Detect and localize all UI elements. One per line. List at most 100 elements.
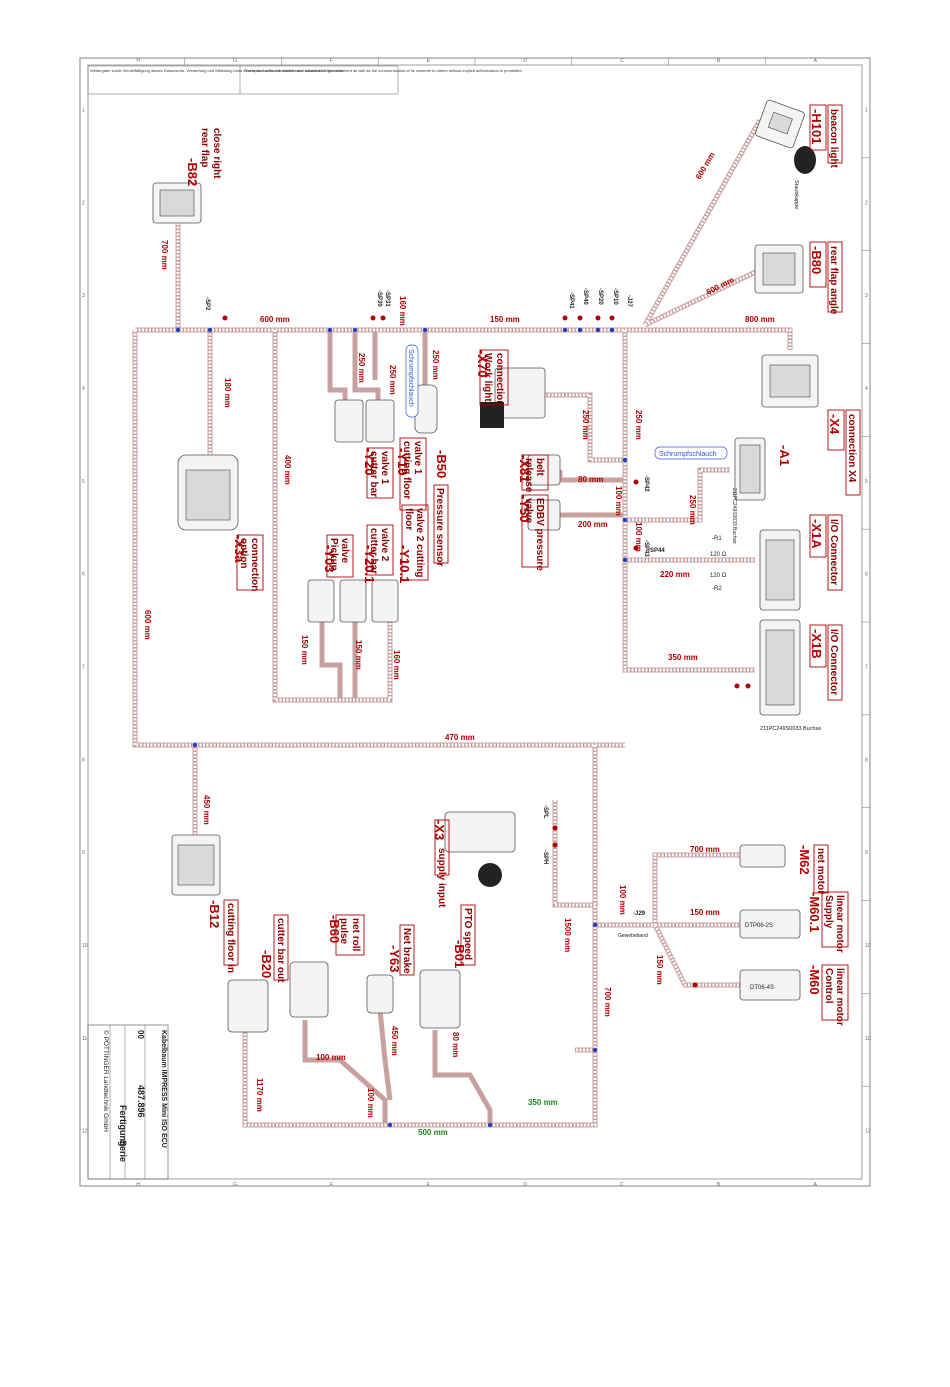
len-450-y63: 450 mm (390, 1026, 399, 1056)
grid-row-letter: G (233, 58, 237, 64)
label-b50-desc: Pressure sensor (434, 488, 445, 566)
label-m60-1-desc1: linear motor (834, 895, 845, 953)
status-text: Fertigung (118, 1105, 128, 1147)
grid-col-number: 10 (82, 943, 88, 949)
label-y03-desc1: valve (339, 538, 350, 563)
grid-row-letter: A (814, 1182, 818, 1188)
grid-row-letter: C (620, 1182, 624, 1188)
label-b82-desc1: rear flap (199, 128, 210, 167)
label-m60-desc2: Control (823, 968, 834, 1004)
label-m60-desc1: linear motor (834, 968, 845, 1026)
grid-row-letter: G (233, 1182, 237, 1188)
label-m60-id: -M60 (807, 965, 822, 995)
grid-row-letter: F (330, 58, 333, 64)
label-x3-desc: supply input (436, 848, 447, 908)
m60-part: DT06-4S (750, 985, 774, 991)
connector-b80 (754, 244, 804, 294)
len-180: 180 mm (223, 378, 232, 408)
grid-col-number: 3 (865, 293, 868, 299)
len-700-m62: 700 mm (690, 845, 720, 854)
len-80: 80 mm (578, 475, 603, 484)
len-150-y03: 150 mm (300, 635, 309, 665)
label-x1a-id: -X1A (809, 519, 824, 549)
splice-sp41: -SP41 (568, 292, 574, 309)
label-x3-id: -X3 (432, 820, 447, 840)
len-800: 800 mm (745, 315, 775, 324)
splice-sp20: -SP20 (597, 288, 603, 305)
label-x70-id: -X70 (475, 350, 490, 377)
grid-col-number: 9 (82, 850, 85, 856)
splice-sp40: -SP40 (582, 288, 588, 305)
splice-sp30: -SP30 (376, 290, 382, 307)
len-220: 220 mm (660, 570, 690, 579)
label-y10-1-desc1: valve 2 cutting (414, 508, 425, 577)
splice-sp42: -SP42 (643, 475, 649, 492)
len-470: 470 mm (445, 733, 475, 742)
label-b60-id: -B60 (327, 915, 342, 943)
len-250-y10: 250 mm (388, 365, 397, 395)
grid-col-number: 8 (865, 757, 868, 763)
len-160-y101: 160 mm (392, 650, 401, 680)
len-150-top: 150 mm (490, 315, 520, 324)
label-a1-id: -A1 (777, 445, 792, 466)
label-y20-1-desc2: cutter bar (368, 528, 379, 574)
len-250-x70: 250 mm (581, 410, 590, 440)
connector-x70 (480, 367, 546, 428)
len-350: 350 mm (668, 653, 698, 662)
notes-block: Weitergabe sowie Vervielfältigung dieses… (87, 65, 523, 95)
splice-sp2: -SP2 (204, 297, 210, 311)
label-b80-desc: rear flap angle (828, 246, 839, 315)
connector-b82 (152, 182, 202, 224)
grid-row-letter: H (136, 1182, 140, 1188)
label-x1a-desc: I/O Connector (828, 519, 839, 585)
label-x4-desc: connection X4 (846, 414, 857, 483)
len-600-top: 600 mm (260, 315, 290, 324)
label-y10-desc1: valve 1 (412, 441, 423, 475)
connector-h101: Staubkappe (755, 99, 816, 209)
label-y03-id: -Y03 (322, 545, 337, 572)
len-160: 160 mm (398, 296, 407, 326)
len-500-green: 500 mm (418, 1128, 448, 1137)
connector-y20-1 (339, 579, 367, 623)
label-x1b-part: 211PC249S0033 Buchse (760, 726, 821, 732)
connector-b60 (289, 961, 329, 1018)
grid-col-number: 8 (82, 757, 85, 763)
grid-col-number: 6 (82, 572, 85, 578)
splice-sp10: -SP10 (612, 288, 618, 305)
label-b80-id: -B80 (809, 246, 824, 274)
label-x3a-id: -X3a (232, 535, 247, 563)
label-b60-desc1: net roll (350, 918, 361, 952)
grid-col-number: 6 (865, 572, 868, 578)
component-labels: -H101 beacon light -B80 rear flap angle … (185, 104, 861, 1026)
len-1500: 1500 mm (563, 918, 572, 952)
len-80-b01: 80 mm (451, 1032, 460, 1057)
grid-col-number: 10 (865, 943, 871, 949)
grid-row-letter: E (427, 58, 431, 64)
connector-m62 (739, 844, 786, 868)
resistor-r2: -R2 (712, 586, 722, 592)
label-b82-desc2: close right (211, 128, 222, 179)
splice-sp31: -SP31 (384, 290, 390, 307)
grid-col-number: 5 (865, 479, 868, 485)
len-1170: 1170 mm (255, 1078, 264, 1112)
len-700-b82: 700 mm (160, 240, 169, 270)
grid-row-letter: D (523, 1182, 527, 1188)
label-x4-id: -X4 (827, 414, 842, 435)
grid-col-number: 12 (82, 1129, 88, 1135)
connector-x4 (761, 354, 819, 408)
notes-right: The reproduction, distribution and utili… (244, 68, 523, 73)
grid-col-number: 1 (82, 107, 85, 113)
connector-y50 (527, 499, 561, 531)
len-250-a1: 250 mm (688, 495, 697, 525)
length-labels: 600 mm 150 mm 800 mm 160 mm 600 mm 600 m… (143, 151, 775, 1137)
splice-sp43: -SP43 (643, 540, 649, 557)
shrink-tube-label: Schrumpfschlauch (659, 451, 717, 458)
resistor-ohm2: 120 Ω (710, 573, 727, 579)
grid-col-number: 3 (82, 293, 85, 299)
grid-col-number: 11 (865, 1036, 870, 1042)
label-a1-part: 211PC249S0033 Buchse (731, 488, 737, 544)
splice-j29: -J29 (633, 911, 646, 917)
harness-wires (132, 118, 793, 1128)
